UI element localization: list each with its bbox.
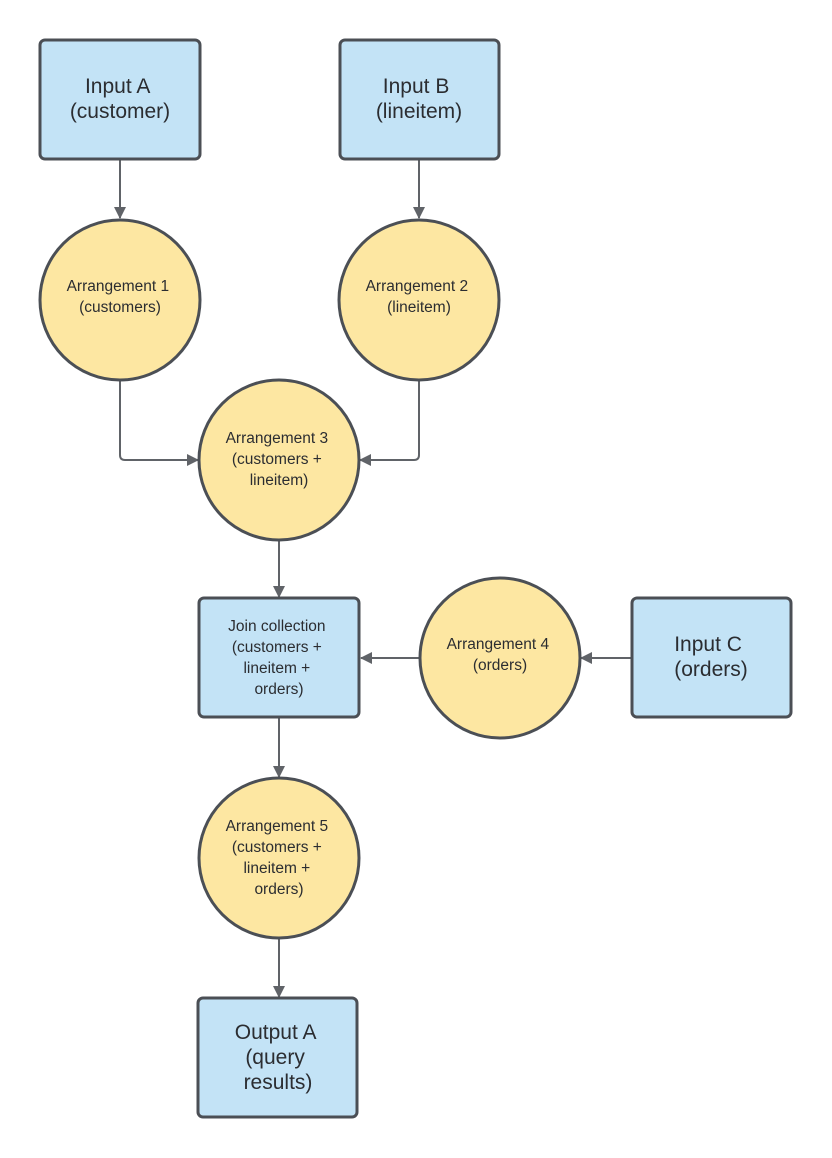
node-label-line: Output A (235, 1021, 317, 1044)
node-label-line: Arrangement 3 (226, 430, 329, 447)
node-label-line: (customers) (79, 299, 161, 316)
arrangement-2-node[interactable]: Arrangement 2 (lineitem) (337, 218, 501, 382)
node-label-line: (orders) (473, 657, 527, 674)
node-label-line: results) (244, 1071, 313, 1094)
node-label-line: orders) (254, 681, 303, 698)
node-label-line: (customers + (232, 639, 322, 656)
node-label-line: lineitem + (243, 860, 310, 877)
node-label-line: Arrangement 5 (226, 818, 329, 835)
node-label-line: lineitem + (243, 660, 310, 677)
svg-text:Arrangement 4 (orders): Arrangement 4 (orders) (447, 636, 554, 674)
arrangement-1-node[interactable]: Arrangement 1 (customers) (38, 218, 202, 382)
node-label-line: (customer) (70, 100, 170, 123)
node-label-line: (orders) (674, 658, 748, 681)
node-label-line: Input C (674, 633, 742, 656)
svg-text:Arrangement 2 (lineitem): Arrangement 2 (lineitem) (366, 278, 473, 316)
svg-text:Arrangement 3 (customers: Arrangement 3 (customers + lineitem) (226, 430, 333, 489)
node-label-line: Arrangement 1 (67, 278, 170, 295)
node-label-line: (query (245, 1046, 305, 1069)
svg-text:Arrangement 5 (customers: Arrangement 5 (customers + lineitem + or… (226, 818, 333, 898)
node-label-line: Arrangement 2 (366, 278, 469, 295)
svg-text:Input C (orders): Input C (orders) (674, 633, 748, 681)
node-label-line: Join collection (228, 618, 325, 635)
node-label-line: Input A (85, 75, 150, 98)
node-label-line: Arrangement 4 (447, 636, 550, 653)
node-label-line: lineitem) (250, 472, 309, 489)
join-collection-node[interactable]: Join collection (customers + lineitem + … (197, 596, 361, 719)
input-c-node[interactable]: Input C (orders) (630, 596, 793, 719)
svg-text:Arrangement 1 (customers: Arrangement 1 (customers) (67, 278, 174, 316)
node-label-line: (customers + (232, 451, 322, 468)
output-a-node[interactable]: Output A (query results) (196, 996, 359, 1119)
svg-text:Input B (lineitem): Input B (lineitem) (376, 75, 462, 123)
arrangement-3-node[interactable]: Arrangement 3 (customers + lineitem) (197, 378, 361, 542)
svg-text:Output A (query re: Output A (query results) (235, 1021, 321, 1094)
node-label-line: orders) (254, 881, 303, 898)
svg-text:Input A (customer): Input A (customer) (70, 75, 170, 123)
svg-text:Join collection (custome: Join collection (customers + lineitem + … (228, 618, 330, 698)
input-b-node[interactable]: Input B (lineitem) (338, 38, 501, 161)
node-label-line: (lineitem) (376, 100, 462, 123)
input-a-node[interactable]: Input A (customer) (38, 38, 202, 161)
node-label-line: (customers + (232, 839, 322, 856)
edge-arrangement-2-to-arrangement-3 (359, 381, 420, 466)
arrangement-5-node[interactable]: Arrangement 5 (customers + lineitem + or… (197, 776, 361, 940)
edge-arrangement-1-to-arrangement-3 (119, 381, 199, 466)
node-label-line: (lineitem) (387, 299, 451, 316)
node-label-line: Input B (383, 75, 450, 98)
arrangement-4-node[interactable]: Arrangement 4 (orders) (418, 576, 582, 740)
